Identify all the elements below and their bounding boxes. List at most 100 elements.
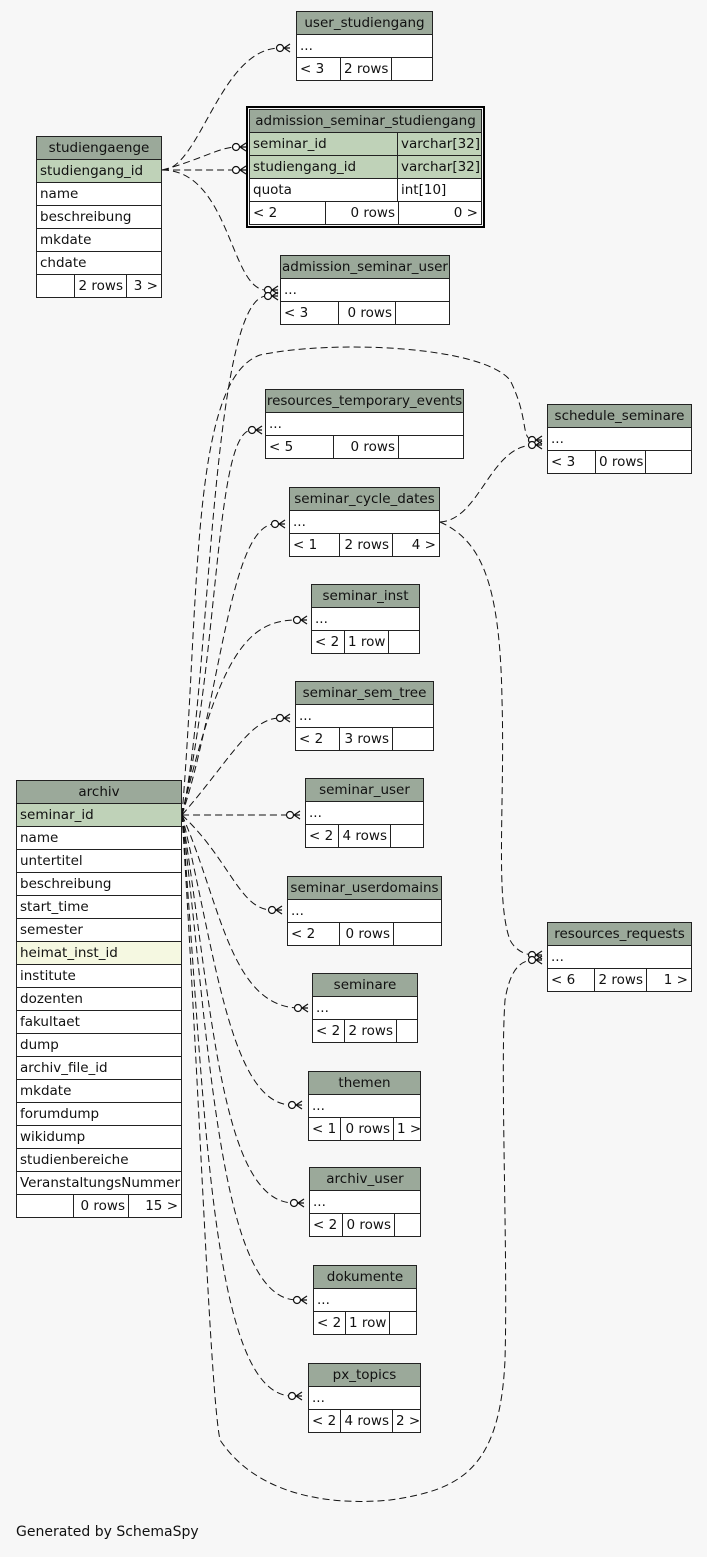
parent-count: < 2	[317, 1315, 342, 1331]
table-title: admission_seminar_studiengang	[250, 110, 481, 133]
zero-or-many-marker	[287, 1100, 303, 1110]
child-count: 1 >	[393, 1118, 420, 1140]
column-name: ...	[312, 1098, 325, 1114]
parent-count: < 6	[551, 972, 576, 988]
child-count	[390, 825, 423, 847]
row-count: 0 rows	[342, 1214, 394, 1236]
child-count: 0 >	[398, 202, 481, 224]
child-count	[396, 1020, 417, 1042]
column-name: institute	[20, 968, 76, 984]
column-name: dump	[20, 1037, 59, 1053]
column-name: ...	[551, 431, 564, 447]
row-count: 2 rows	[339, 534, 392, 556]
edge-cycle-schedule_seminare	[439, 444, 535, 523]
collapsed-columns-row: ...	[309, 1387, 420, 1410]
child-count	[395, 302, 449, 324]
edge-archiv-seminar_cycle_dates	[181, 523, 276, 816]
column-row: VeranstaltungsNummer	[17, 1172, 181, 1195]
column-row: chdate	[37, 252, 161, 275]
child-count: 15 >	[128, 1195, 181, 1217]
column-row: mkdate	[37, 229, 161, 252]
row-count: 2 rows	[594, 969, 646, 991]
column-row: semester	[17, 919, 181, 942]
column-name: chdate	[40, 255, 87, 271]
parent-count: < 2	[291, 926, 316, 942]
column-name: name	[20, 830, 59, 846]
table-title: archiv_user	[310, 1168, 420, 1191]
column-name: ...	[299, 708, 312, 724]
parent-count: < 3	[284, 305, 309, 321]
row-count: 3 rows	[339, 728, 392, 750]
row-count: 2 rows	[344, 1020, 396, 1042]
column-name: ...	[293, 514, 306, 530]
collapsed-columns-row: ...	[548, 946, 691, 969]
edge-archiv-seminar_sem_tree	[181, 717, 281, 816]
row-count: 0 rows	[333, 436, 398, 458]
edge-archiv-admission_seminar_user	[181, 295, 267, 816]
column-row: archiv_file_id	[17, 1057, 181, 1080]
collapsed-columns-row: ...	[290, 511, 439, 534]
column-name: ...	[312, 1390, 325, 1406]
edge-archiv-seminare	[181, 814, 301, 1009]
table-title: px_topics	[309, 1364, 420, 1387]
edge-studiengaenge-user_studiengang	[161, 47, 281, 171]
column-name: mkdate	[20, 1083, 72, 1099]
zero-or-many-marker	[231, 142, 247, 152]
edge-archiv-resources_requests	[181, 814, 535, 1502]
zero-or-many-marker	[292, 1295, 308, 1305]
edge-studiengaenge-admission_seminar_studiengang-1	[161, 146, 237, 171]
child-count	[392, 728, 433, 750]
child-count	[389, 1312, 416, 1334]
column-name: ...	[551, 949, 564, 965]
column-name: archiv_file_id	[20, 1060, 108, 1076]
table-title: dokumente	[314, 1266, 416, 1289]
collapsed-columns-row: ...	[266, 413, 463, 436]
parent-count	[17, 1195, 73, 1217]
table-title: seminar_inst	[312, 585, 419, 608]
column-type: varchar[32]	[397, 156, 481, 178]
column-row: wikidump	[17, 1126, 181, 1149]
zero-or-many-marker	[275, 713, 291, 723]
parent-count: < 2	[313, 1217, 338, 1233]
edge-archiv-themen	[181, 814, 293, 1106]
zero-or-many-marker	[527, 440, 543, 450]
child-count	[394, 1214, 420, 1236]
column-type: int[10]	[397, 179, 481, 201]
row-count: 0 rows	[595, 451, 645, 473]
table-title: studiengaenge	[37, 137, 161, 160]
table-title: seminare	[313, 974, 417, 997]
edge-archiv-px_topics	[181, 814, 293, 1397]
parent-count: < 2	[312, 1413, 337, 1429]
